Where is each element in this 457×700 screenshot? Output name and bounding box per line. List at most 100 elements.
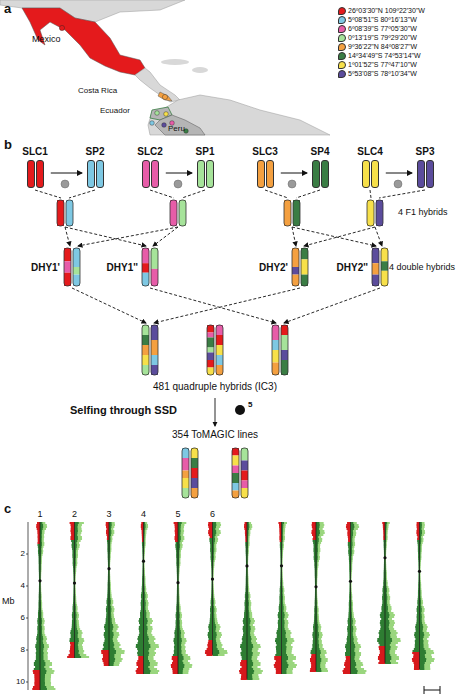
- plot-bar: [72, 612, 74, 614]
- plot-bar: [144, 634, 153, 636]
- plot-bar: [178, 558, 180, 560]
- plot-bar: [247, 664, 253, 666]
- plot-bar: [240, 664, 247, 666]
- plot-bar: [141, 524, 144, 526]
- plot-bar: [175, 538, 178, 540]
- plot-bar: [40, 682, 51, 684]
- plot-bar: [40, 686, 54, 688]
- plot-bar: [144, 626, 148, 628]
- plot-bar: [178, 610, 181, 612]
- plot-bar: [213, 644, 223, 646]
- plot-bar: [316, 540, 322, 542]
- plot-bar: [144, 630, 148, 632]
- plot-bar: [144, 646, 151, 648]
- plot-bar: [213, 530, 221, 532]
- plot-bar: [178, 654, 182, 656]
- plot-bar: [36, 658, 40, 660]
- plot-bar: [144, 636, 155, 638]
- fruit-icons: [61, 180, 402, 188]
- plot-bar: [40, 638, 47, 640]
- chromosome-segment: [142, 273, 149, 286]
- plot-bar: [312, 528, 316, 530]
- plot-bar: [103, 654, 109, 656]
- plot-bar: [213, 640, 217, 642]
- plot-bar: [247, 526, 252, 528]
- plot-bar: [40, 660, 50, 662]
- plot-bar: [109, 524, 115, 526]
- plot-bar: [178, 618, 181, 620]
- plot-bar: [107, 602, 109, 604]
- plot-bar: [178, 550, 181, 552]
- plot-bar: [144, 638, 156, 640]
- plot-bar: [138, 656, 143, 658]
- chromosome-segment: [57, 200, 64, 226]
- plot-bar: [109, 638, 113, 640]
- plot-bar: [178, 632, 185, 634]
- plot-bar: [316, 554, 320, 556]
- chromosome-outline: [73, 248, 80, 286]
- plot-bar: [40, 614, 43, 616]
- chromosome-segment: [207, 353, 214, 361]
- plot-bar: [247, 642, 257, 644]
- plot-bar: [144, 624, 147, 626]
- plot-bar: [282, 660, 287, 662]
- plot-bar: [72, 624, 75, 626]
- plot-bar: [144, 670, 160, 672]
- plot-bar: [144, 600, 148, 602]
- plot-bar: [178, 668, 189, 670]
- chromosome-segment: [207, 348, 214, 353]
- plot-bar: [278, 614, 282, 616]
- plot-bar: [40, 540, 44, 542]
- plot-bar: [178, 640, 182, 642]
- plot-bar: [109, 522, 112, 524]
- plot-bar: [213, 608, 217, 610]
- plot-bar: [282, 652, 292, 654]
- plot-bar: [67, 656, 74, 658]
- plot-bar: [75, 624, 80, 626]
- plot-bar: [242, 656, 247, 658]
- plot-bar: [282, 536, 286, 538]
- plot-bar: [70, 644, 74, 646]
- plot-bar: [36, 648, 40, 650]
- plot-bar: [210, 614, 212, 616]
- chromosome-segment: [191, 478, 198, 488]
- plot-bar: [75, 538, 83, 540]
- plot-bar: [101, 652, 109, 654]
- chromosome-segment: [292, 275, 299, 286]
- plot-bar: [109, 664, 119, 666]
- plot-bar: [316, 542, 321, 544]
- plot-bar: [40, 684, 51, 686]
- plot-bar: [176, 622, 178, 624]
- plot-bar: [210, 536, 213, 538]
- plot-bar: [104, 664, 109, 666]
- plot-bar: [109, 656, 114, 658]
- plot-bar: [282, 590, 285, 592]
- plot-bar: [175, 528, 178, 530]
- plot-bar: [109, 522, 115, 524]
- plot-bar: [247, 608, 251, 610]
- plot-bar: [109, 630, 117, 632]
- plot-bar: [244, 614, 247, 616]
- chromosome-segment: [281, 335, 288, 350]
- plot-bar: [40, 624, 44, 626]
- plot-bar: [144, 588, 147, 590]
- plot-bar: [276, 650, 281, 652]
- plot-bar: [247, 678, 259, 680]
- plot-bar: [209, 624, 213, 626]
- plot-bar: [144, 652, 150, 654]
- plot-bar: [75, 608, 78, 610]
- plot-bar: [37, 620, 40, 622]
- chromosome-outline: [66, 200, 73, 226]
- plot-bar: [34, 682, 40, 684]
- plot-bar: [213, 650, 220, 652]
- plot-bar: [176, 620, 178, 622]
- chromosome-segment: [73, 267, 80, 275]
- plot-bar: [109, 646, 114, 648]
- plot-bar: [213, 606, 217, 608]
- plot-bar: [40, 666, 49, 668]
- plot-bar: [178, 638, 186, 640]
- plot-bar: [106, 530, 109, 532]
- plot-bar: [144, 614, 147, 616]
- plot-bar: [140, 610, 143, 612]
- plot-bar: [75, 534, 78, 536]
